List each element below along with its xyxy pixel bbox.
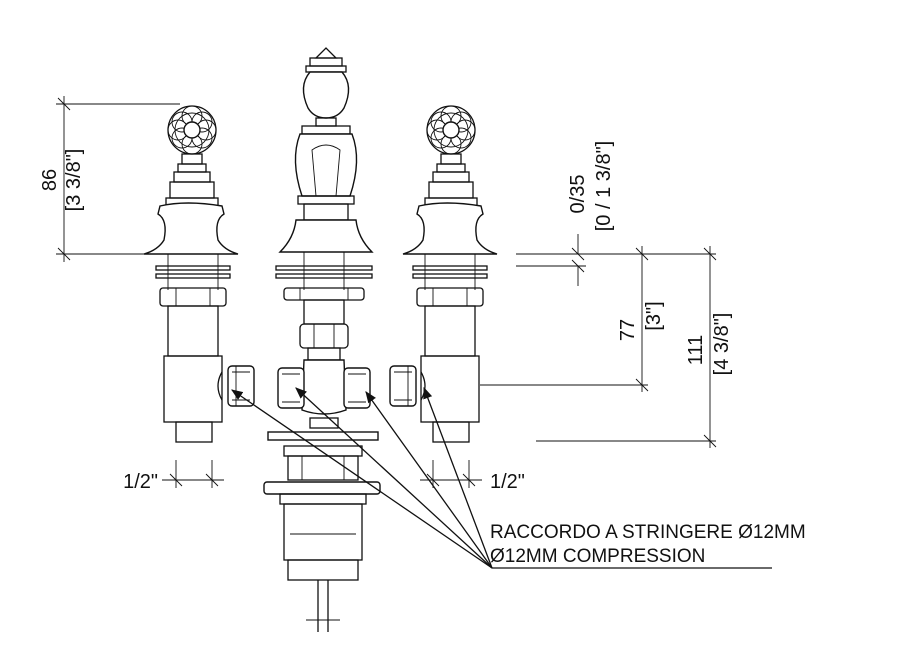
deck-thickness-in: [0 / 1 3/8"] — [593, 141, 615, 232]
left-wheel-handle — [167, 105, 217, 155]
total-below-in: [4 3/8"] — [711, 313, 733, 376]
deck-thickness-mm: 0/35 — [567, 175, 589, 214]
right-valve — [389, 105, 498, 443]
right-wheel-handle — [426, 105, 476, 155]
height-left-in: [3 3/8"] — [63, 149, 85, 212]
left-valve — [143, 105, 255, 443]
total-below-mm: 111 — [685, 335, 707, 365]
compression-leaders — [231, 386, 772, 569]
height-left-mm: 86 — [39, 169, 61, 191]
compression-note-line1: RACCORDO A STRINGERE Ø12MM — [490, 522, 806, 543]
inlet-height-in: [3"] — [643, 301, 665, 330]
dimension-lines — [56, 96, 717, 488]
compression-note-line2: Ø12MM COMPRESSION — [490, 546, 705, 567]
inlet-size-left: 1/2" — [123, 471, 158, 493]
center-spout — [263, 47, 381, 632]
inlet-size-right: 1/2" — [490, 471, 525, 493]
inlet-height-mm: 77 — [617, 319, 639, 341]
